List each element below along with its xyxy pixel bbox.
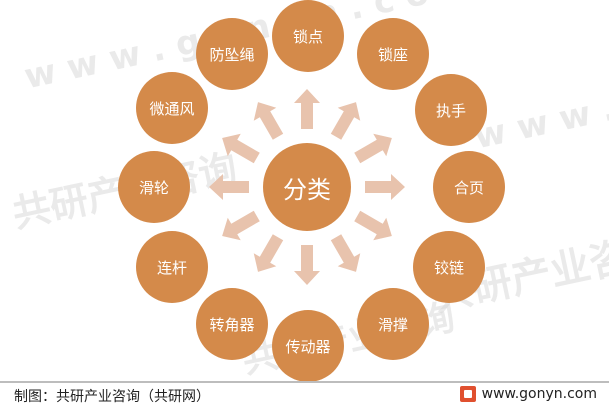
arrow-shape (209, 174, 249, 200)
node-fall-rope: 防坠绳 (196, 18, 268, 90)
node-lock-seat: 锁座 (357, 18, 429, 90)
arrow-path (294, 89, 320, 129)
arrow-path (294, 245, 320, 285)
node-transmission: 传动器 (272, 310, 344, 382)
arrow-path (330, 102, 361, 140)
node-pulley: 滑轮 (118, 151, 190, 223)
arrow-path (354, 133, 392, 164)
node-locking-point: 锁点 (272, 0, 344, 72)
arrow-path (354, 210, 392, 241)
arrow-shape (354, 133, 392, 164)
arrow-path (222, 210, 260, 241)
node-handle: 执手 (415, 74, 487, 146)
arrow-shape (365, 174, 405, 200)
arrow-path (222, 133, 260, 164)
arrow-shape (294, 89, 320, 129)
arrow-shape (330, 234, 361, 272)
arrow-shape (294, 245, 320, 285)
arrow-shape (354, 210, 392, 241)
node-friction-stay: 滑撑 (357, 288, 429, 360)
node-hinge: 合页 (433, 151, 505, 223)
arrow-shape (330, 102, 361, 140)
node-pivot-hinge: 铰链 (413, 231, 485, 303)
arrow-path (253, 234, 284, 272)
arrow-path (365, 174, 405, 200)
arrow-shape (253, 234, 284, 272)
gonyn-logo-icon (459, 386, 476, 402)
arrow-shape (253, 102, 284, 140)
node-connecting-rod: 连杆 (136, 231, 208, 303)
footer-divider (0, 381, 609, 383)
footer-website: www.gonyn.com (459, 386, 597, 402)
arrow-shape (222, 210, 260, 241)
arrow-path (209, 174, 249, 200)
node-corner-drive: 转角器 (196, 288, 268, 360)
arrow-shape (222, 133, 260, 164)
arrow-path (330, 234, 361, 272)
footer-source: 制图：共研产业咨询（共研网） (14, 389, 210, 405)
center-node: 分类 (263, 143, 351, 231)
website-text: www.gonyn.com (481, 386, 597, 402)
arrow-path (253, 102, 284, 140)
node-micro-vent: 微通风 (136, 72, 208, 144)
